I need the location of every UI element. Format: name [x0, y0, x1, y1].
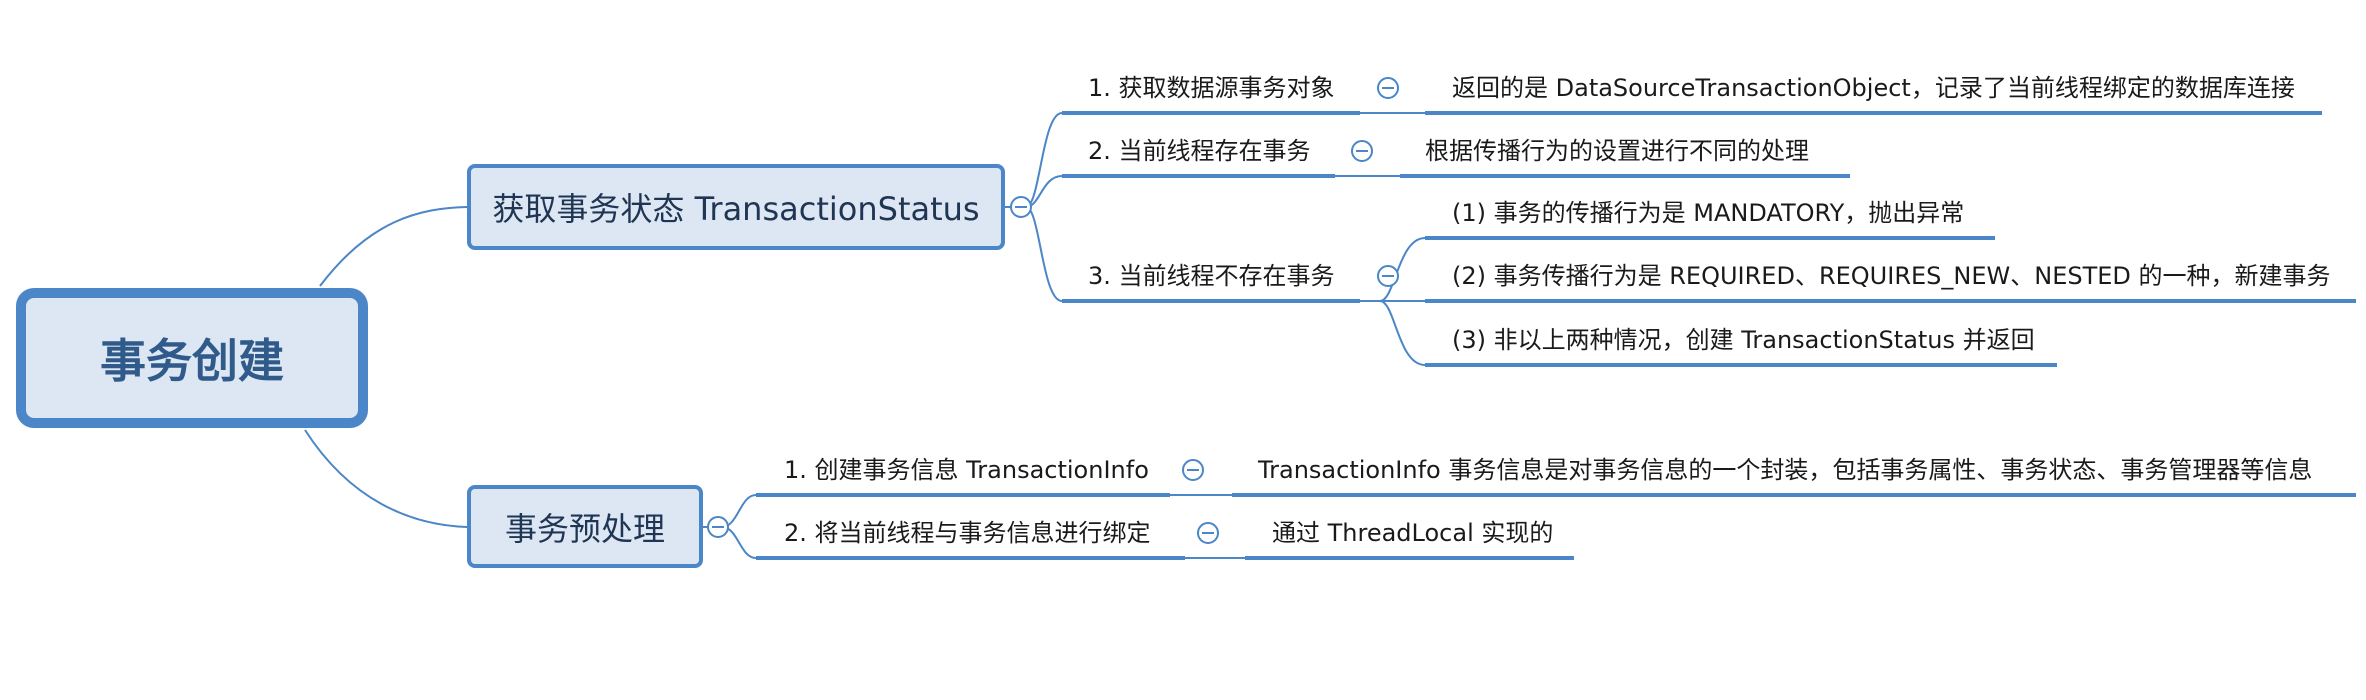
detail-node-threadlocal[interactable]: 通过 ThreadLocal 实现的: [1272, 519, 1554, 547]
minus-circle-icon[interactable]: [1182, 459, 1204, 481]
minus-circle-icon[interactable]: [1351, 140, 1373, 162]
branch-node-transaction-status[interactable]: 获取事务状态 TransactionStatus: [467, 164, 1005, 250]
detail-node-datasource-object[interactable]: 返回的是 DataSourceTransactionObject，记录了当前线程…: [1452, 74, 2295, 102]
minus-circle-icon[interactable]: [1010, 196, 1032, 218]
branch-node-preprocess[interactable]: 事务预处理: [467, 485, 703, 568]
minus-circle-icon[interactable]: [1377, 77, 1399, 99]
child-node-bind-thread[interactable]: 2. 将当前线程与事务信息进行绑定: [784, 519, 1151, 547]
detail-node-mandatory[interactable]: (1) 事务的传播行为是 MANDATORY，抛出异常: [1452, 199, 1965, 227]
child-node-thread-has-transaction[interactable]: 2. 当前线程存在事务: [1088, 137, 1311, 165]
root-node[interactable]: 事务创建: [16, 288, 368, 428]
detail-node-create-status[interactable]: (3) 非以上两种情况，创建 TransactionStatus 并返回: [1452, 326, 2035, 354]
child-node-get-datasource-object[interactable]: 1. 获取数据源事务对象: [1088, 74, 1335, 102]
detail-node-transaction-info[interactable]: TransactionInfo 事务信息是对事务信息的一个封装，包括事务属性、事…: [1258, 456, 2313, 484]
collapse-icons: [707, 77, 1399, 544]
detail-node-new-transaction[interactable]: (2) 事务传播行为是 REQUIRED、REQUIRES_NEW、NESTED…: [1452, 262, 2331, 290]
child-node-create-transaction-info[interactable]: 1. 创建事务信息 TransactionInfo: [784, 456, 1149, 484]
detail-node-propagation-handling[interactable]: 根据传播行为的设置进行不同的处理: [1425, 137, 1809, 165]
minus-circle-icon[interactable]: [1377, 265, 1399, 287]
minus-circle-icon[interactable]: [707, 516, 729, 538]
minus-circle-icon[interactable]: [1197, 522, 1219, 544]
child-node-thread-no-transaction[interactable]: 3. 当前线程不存在事务: [1088, 262, 1335, 290]
